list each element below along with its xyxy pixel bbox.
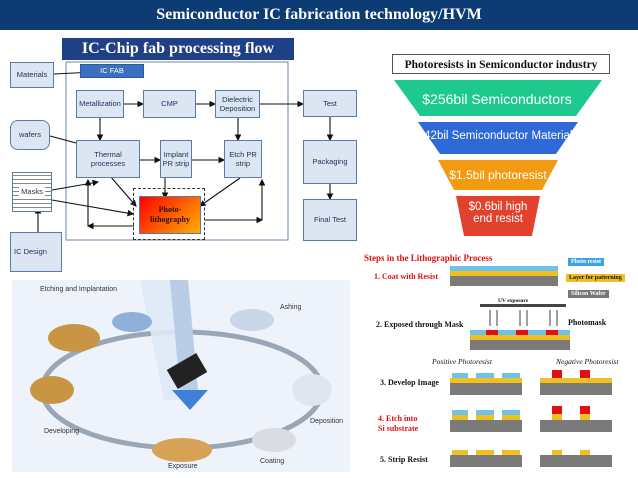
ic-design-box: IC Design: [10, 232, 62, 272]
metallization-box: Metallization: [76, 90, 124, 118]
step-2-label: 2. Exposed through Mask: [376, 320, 464, 329]
packaging-box: Packaging: [303, 140, 357, 184]
step-3-label: 3. Develop Image: [380, 378, 439, 387]
tier-1-label: $256bil Semiconductors: [422, 91, 572, 107]
masks-label: Masks: [19, 187, 45, 197]
stack-step-4-positive: [450, 410, 522, 432]
cycle-label-exposure: Exposure: [168, 463, 198, 470]
stack-step-5-negative: [540, 450, 612, 467]
stack-step-3-negative: [540, 370, 612, 395]
fab-boundary: [65, 61, 289, 241]
cmp-box: CMP: [143, 90, 196, 118]
market-funnel: [394, 80, 602, 236]
tier-2-label: $42bil Semiconductor Materials: [417, 130, 579, 142]
legend-wafer: Silicon Wafer: [568, 290, 609, 298]
legend-layer: Layer for patterning: [566, 274, 625, 282]
litho-title: Steps in the Lithographic Process: [364, 253, 493, 263]
photolithography-box: Photo-lithography: [139, 196, 201, 234]
funnel-tier-3: [438, 160, 558, 190]
stack-step-5-positive: [450, 450, 522, 467]
cycle-label-deposition: Deposition: [310, 418, 344, 425]
litho-cycle-illustration: Etching and Implantation Ashing Developi…: [12, 280, 350, 472]
cycle-label-etching: Etching and Implantation: [40, 286, 118, 293]
test-box: Test: [303, 90, 357, 117]
uv-label: UV exposure: [498, 298, 529, 304]
step-4b-label: Si substrate: [378, 424, 419, 433]
cycle-label-coating: Coating: [260, 458, 285, 465]
funnel-tier-4: [456, 196, 540, 236]
stack-step-3-positive: [450, 373, 522, 395]
funnel-tier-1: [394, 80, 602, 116]
cycle-drawing: [30, 280, 332, 462]
cycle-label-ashing: Ashing: [280, 304, 302, 311]
materials-box: Materials: [10, 62, 54, 88]
thermal-box: Thermal processes: [76, 140, 140, 178]
stack-step-1: [450, 266, 558, 286]
tier-4-label: $0.6bil high end resist: [468, 201, 528, 226]
stack-step-4-negative: [540, 406, 612, 432]
step-4-label: 4. Etch into: [378, 414, 418, 423]
wafers-box: wafers: [10, 120, 50, 150]
positive-label: Positive Photoresist: [432, 357, 492, 366]
flow-title: IC-Chip fab processing flow: [62, 38, 294, 60]
legend-photo-resist: Photo resist: [568, 258, 605, 266]
implant-box: Implant PR strip: [160, 140, 192, 178]
photomask-label: Photomask: [568, 318, 607, 327]
tier-3-label: $1.5bil photoresist: [449, 168, 547, 182]
dielectric-box: Dielectric Deposition: [215, 90, 260, 118]
cycle-label-developing: Developing: [44, 428, 80, 435]
ic-fab-box: IC FAB: [80, 64, 144, 78]
negative-label: Negative Photoresist: [556, 357, 619, 366]
step-1-label: 1. Coat with Resist: [374, 272, 438, 281]
photoresists-title: Photoresists in Semiconductor industry: [392, 54, 610, 74]
masks-box: Masks: [12, 172, 52, 212]
etch-box: Etch PR strip: [224, 140, 262, 178]
funnel-tier-2: [418, 122, 578, 154]
step-5-label: 5. Strip Resist: [380, 455, 428, 464]
page-title: Semiconductor IC fabrication technology/…: [0, 0, 638, 30]
final-test-box: Final Test: [303, 199, 357, 241]
photo-dashed-frame: [133, 188, 205, 240]
stack-step-2: [470, 304, 570, 350]
